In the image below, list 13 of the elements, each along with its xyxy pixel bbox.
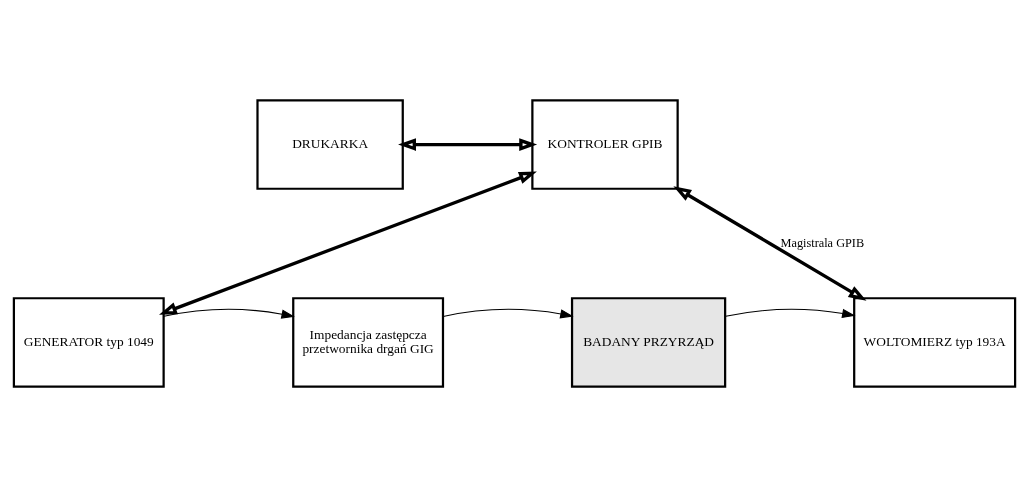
arrow bbox=[398, 138, 538, 151]
arrow bbox=[442, 308, 574, 319]
node-box: GENERATOR typ 1049 bbox=[12, 297, 165, 388]
arrow bbox=[725, 308, 856, 319]
node-box: BADANY PRZYRZĄD bbox=[570, 297, 727, 388]
node-box: Impedancja zastępcza przetwornika drgań GIG bbox=[292, 297, 445, 388]
node-box: DRUKARKA bbox=[256, 99, 404, 190]
arrow bbox=[159, 171, 537, 315]
edge-label: Magistrala GPIB bbox=[780, 235, 865, 250]
arrow bbox=[673, 186, 867, 301]
arrow bbox=[163, 308, 295, 319]
node-box: KONTROLER GPIB bbox=[531, 99, 679, 190]
node-box: WOLTOMIERZ typ 193A bbox=[853, 297, 1017, 388]
